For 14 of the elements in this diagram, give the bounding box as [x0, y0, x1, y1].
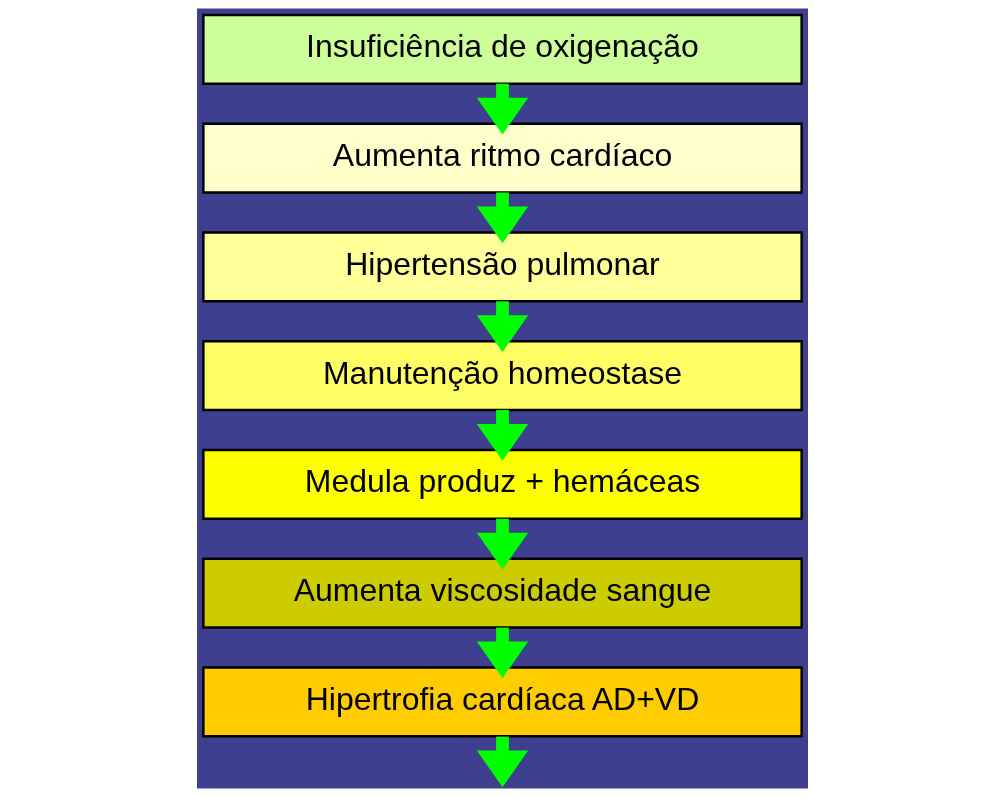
- node-box: Hipertrofia cardíaca AD+VD: [202, 666, 803, 738]
- node-box: Manutenção homeostase: [202, 340, 803, 412]
- node-box: Medula produz + hemáceas: [202, 448, 803, 520]
- arrow: [476, 627, 529, 679]
- arrow: [476, 736, 529, 788]
- arrow: [476, 301, 529, 352]
- node-box: Insuficiência de oxigenação: [202, 13, 803, 85]
- node-box: Aumenta viscosidade sangue: [202, 557, 803, 629]
- node-box: Aumenta ritmo cardíaco: [202, 122, 803, 194]
- arrow: [476, 518, 529, 570]
- arrow: [476, 192, 529, 244]
- arrow: [476, 410, 529, 461]
- node-box: Hipertensão pulmonar: [202, 231, 803, 303]
- arrow: [476, 83, 529, 135]
